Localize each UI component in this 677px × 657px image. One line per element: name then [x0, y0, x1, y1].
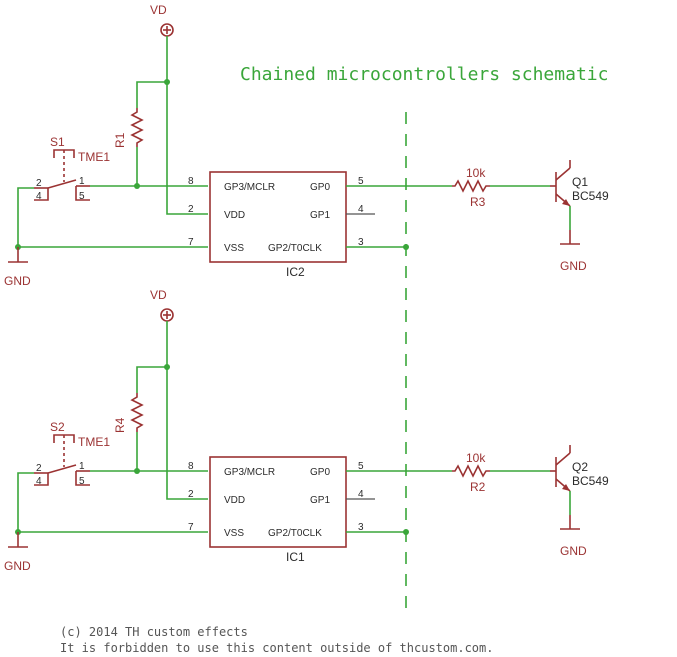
svg-text:VDD: VDD	[224, 210, 245, 221]
svg-text:4: 4	[358, 489, 364, 500]
svg-text:4: 4	[358, 204, 364, 215]
supply-label-1: VD	[150, 3, 167, 17]
ground-label-1: GND	[4, 274, 31, 288]
r3-value: 10k	[466, 166, 486, 180]
svg-text:8: 8	[188, 176, 194, 187]
resistor-r3	[452, 179, 490, 193]
ground-label-q2: GND	[560, 544, 587, 558]
svg-text:2: 2	[188, 489, 194, 500]
ic1-label: IC1	[286, 550, 305, 564]
resistor-r4	[130, 393, 144, 432]
resistor-r2	[452, 464, 490, 478]
svg-text:2: 2	[36, 178, 42, 189]
ic2-body	[209, 171, 347, 263]
svg-text:GP1: GP1	[310, 495, 330, 506]
svg-text:4: 4	[36, 191, 42, 202]
svg-text:7: 7	[188, 237, 194, 248]
ground-label-2: GND	[4, 559, 31, 573]
r2-label: R2	[470, 480, 486, 494]
svg-text:4: 4	[36, 476, 42, 487]
r2-value: 10k	[466, 451, 486, 465]
svg-text:VDD: VDD	[224, 495, 245, 506]
svg-text:3: 3	[358, 522, 364, 533]
svg-text:7: 7	[188, 522, 194, 533]
s1-type: TME1	[78, 150, 110, 164]
s1-label: S1	[50, 135, 65, 149]
stage-1: VD R1 S1 TME1 2 4 1 5 GN	[4, 3, 609, 288]
ic2-label: IC2	[286, 265, 305, 279]
svg-text:1: 1	[79, 176, 85, 187]
vdd-wire-1	[166, 36, 208, 215]
svg-text:1: 1	[79, 461, 85, 472]
svg-text:5: 5	[79, 476, 85, 487]
stage-2: VD R4 S2 TME1 2 4 1 5 GND GP3/MCLR VDD	[4, 288, 609, 573]
ic1-body	[209, 456, 347, 548]
svg-text:GP3/MCLR: GP3/MCLR	[224, 182, 275, 193]
q1-label: Q1	[572, 175, 588, 189]
svg-text:2: 2	[188, 204, 194, 215]
schematic-title: Chained microcontrollers schematic	[240, 64, 608, 85]
s2-type: TME1	[78, 435, 110, 449]
switch-s2-blade	[47, 464, 77, 474]
r3-label: R3	[470, 195, 486, 209]
ground-label-q1: GND	[560, 259, 587, 273]
svg-text:GP2/T0CLK: GP2/T0CLK	[268, 243, 322, 254]
q1-type: BC549	[572, 189, 609, 203]
copyright-line: (c) 2014 TH custom effects	[60, 625, 248, 639]
switch-s1-blade	[47, 179, 77, 189]
svg-text:GP0: GP0	[310, 182, 330, 193]
svg-text:VSS: VSS	[224, 243, 244, 254]
svg-text:5: 5	[358, 176, 364, 187]
vdd-wire-2	[166, 321, 208, 500]
svg-text:GP1: GP1	[310, 210, 330, 221]
svg-text:VSS: VSS	[224, 528, 244, 539]
svg-text:GP3/MCLR: GP3/MCLR	[224, 467, 275, 478]
svg-text:2: 2	[36, 463, 42, 474]
resistor-r1	[130, 108, 144, 147]
usage-notice: It is forbidden to use this content outs…	[60, 641, 493, 655]
svg-text:GP0: GP0	[310, 467, 330, 478]
supply-label-2: VD	[150, 288, 167, 302]
s2-label: S2	[50, 420, 65, 434]
svg-text:3: 3	[358, 237, 364, 248]
svg-text:GP2/T0CLK: GP2/T0CLK	[268, 528, 322, 539]
q2-type: BC549	[572, 474, 609, 488]
r1-label: R1	[113, 132, 127, 148]
q2-label: Q2	[572, 460, 588, 474]
r4-label: R4	[113, 417, 127, 433]
svg-text:8: 8	[188, 461, 194, 472]
svg-text:5: 5	[358, 461, 364, 472]
svg-text:5: 5	[79, 191, 85, 202]
